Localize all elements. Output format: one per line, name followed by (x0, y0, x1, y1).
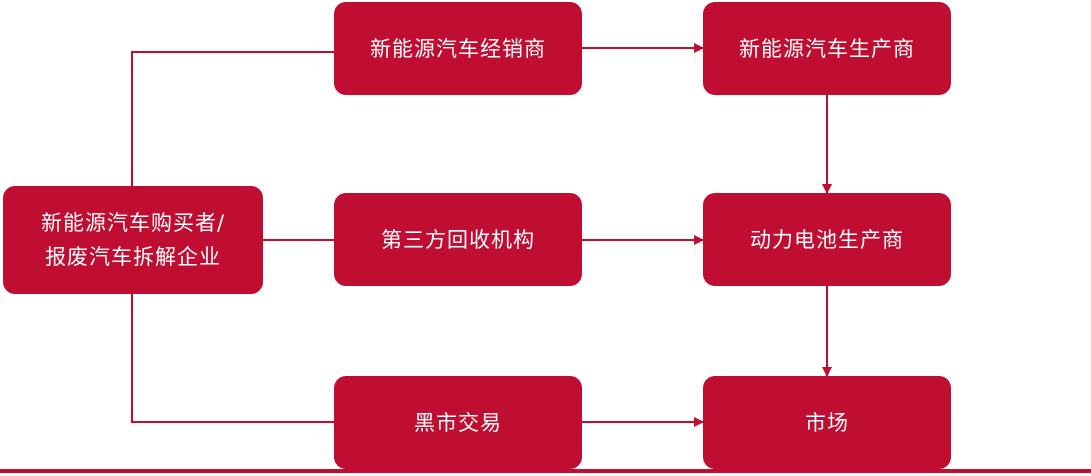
node-buyer-label-line2: 报废汽车拆解企业 (44, 245, 221, 269)
node-producer-label: 新能源汽车生产商 (739, 36, 915, 61)
node-battery-producer-label: 动力电池生产商 (750, 227, 904, 252)
node-black-market: 黑市交易 (334, 376, 582, 469)
node-buyer-label-line1: 新能源汽车购买者/ (40, 211, 226, 235)
bottom-divider (0, 469, 1091, 473)
node-dealer-label: 新能源汽车经销商 (370, 36, 546, 61)
node-recycler-label: 第三方回收机构 (381, 227, 535, 252)
node-black-market-label: 黑市交易 (414, 410, 502, 435)
node-dealer: 新能源汽车经销商 (334, 2, 582, 95)
node-market-label: 市场 (805, 410, 849, 435)
node-recycler: 第三方回收机构 (334, 193, 582, 286)
node-battery-producer: 动力电池生产商 (703, 193, 951, 286)
connector-buyer-to-black-market (131, 294, 334, 423)
connector-buyer-to-dealer (131, 51, 334, 186)
node-market: 市场 (703, 376, 951, 469)
node-producer: 新能源汽车生产商 (703, 2, 951, 95)
node-buyer: 新能源汽车购买者/ 报废汽车拆解企业 (3, 186, 263, 294)
